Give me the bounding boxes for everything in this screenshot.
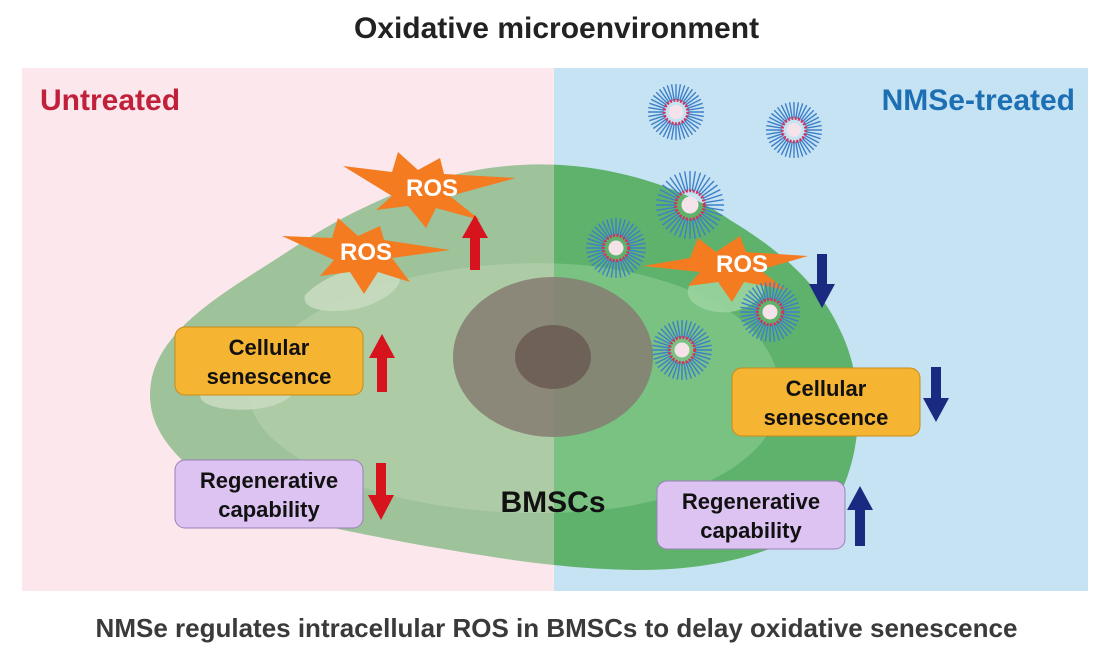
diagram-caption: NMSe regulates intracellular ROS in BMSC… <box>95 613 1018 643</box>
regeneration-up-arrow <box>847 486 873 546</box>
regeneration-left-line2: capability <box>218 497 320 522</box>
regeneration-right-line2: capability <box>700 518 802 543</box>
regeneration-right-line1: Regenerative <box>682 489 820 514</box>
ros-label-1: ROS <box>406 175 458 202</box>
nanoparticle <box>586 218 646 278</box>
ros-label-3: ROS <box>716 251 768 278</box>
ros-burst-3: ROS <box>643 236 808 302</box>
cell-label: BMSCs <box>500 486 605 519</box>
senescence-box-right: Cellular senescence <box>731 367 921 437</box>
nanoparticle <box>648 84 704 140</box>
ros-decrease-arrow <box>809 254 835 308</box>
senescence-down-arrow <box>923 367 949 422</box>
senescence-right-line1: Cellular <box>786 376 867 401</box>
senescence-up-arrow <box>369 334 395 392</box>
ros-label-2: ROS <box>340 239 392 266</box>
regeneration-box-right: Regenerative capability <box>656 480 846 550</box>
nanoparticle <box>740 282 800 342</box>
ros-burst-2: ROS <box>282 218 450 294</box>
nanoparticle-group <box>586 84 822 380</box>
diagram-title: Oxidative microenvironment <box>353 12 760 45</box>
senescence-box-left: Cellular senescence <box>174 326 364 396</box>
regeneration-down-arrow <box>368 463 394 520</box>
regeneration-left-line1: Regenerative <box>200 468 338 493</box>
senescence-left-line2: senescence <box>207 364 332 389</box>
ros-burst-1: ROS <box>343 152 516 228</box>
senescence-left-line1: Cellular <box>229 335 310 360</box>
nanoparticle <box>652 320 712 380</box>
nanoparticle <box>656 171 724 239</box>
ros-increase-arrow <box>462 215 488 270</box>
treated-label: NMSe-treated <box>882 84 1075 117</box>
nucleolus <box>515 325 591 389</box>
nanoparticle <box>766 102 822 158</box>
cell-highlight-left-2 <box>304 266 401 312</box>
untreated-label: Untreated <box>40 84 180 117</box>
regeneration-box-left: Regenerative capability <box>174 459 364 529</box>
senescence-right-line2: senescence <box>764 405 889 430</box>
